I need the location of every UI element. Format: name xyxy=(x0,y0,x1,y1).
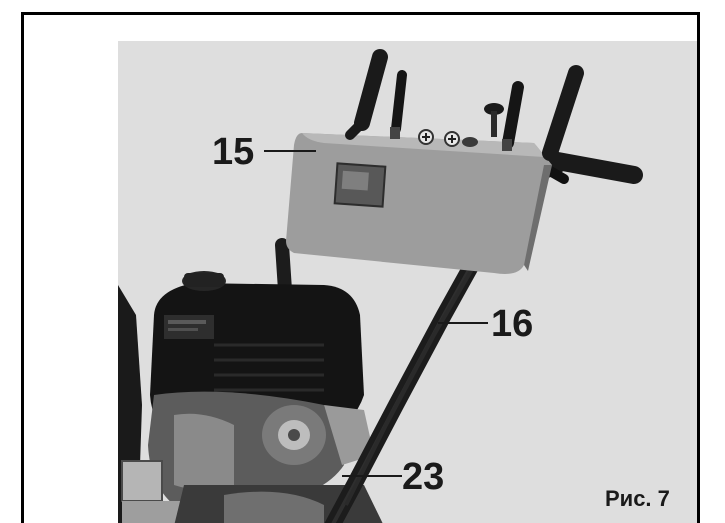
figure-caption: Рис. 7 xyxy=(605,486,670,511)
callout-23: 23 xyxy=(402,456,445,498)
callout-16: 16 xyxy=(491,303,534,345)
snow-blower-photo xyxy=(118,41,697,523)
callout-15: 15 xyxy=(212,131,255,173)
figure-frame: 15 16 23 Рис. 7 xyxy=(21,12,700,523)
